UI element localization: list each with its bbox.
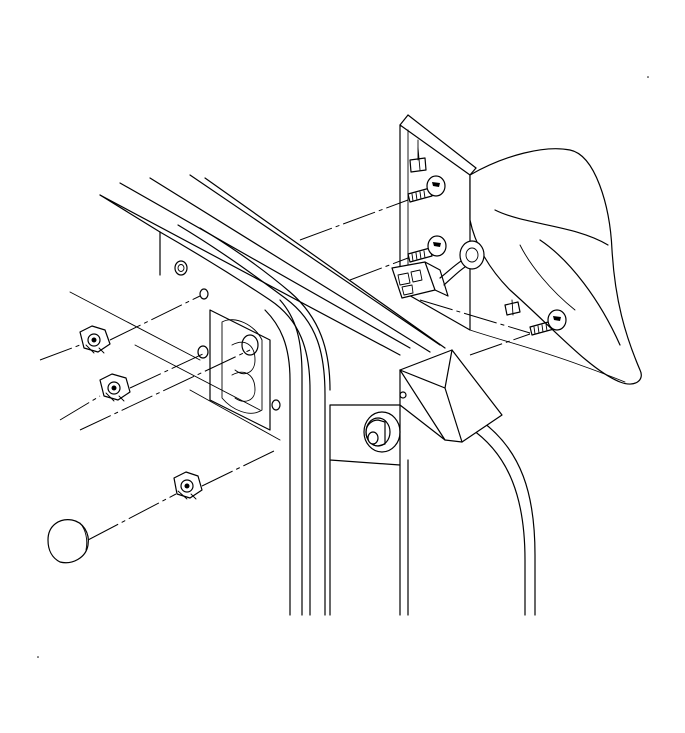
mirror-housing bbox=[469, 148, 642, 385]
hex-nut-upper bbox=[79, 325, 111, 354]
nut-cap bbox=[47, 519, 89, 564]
wiring-connector bbox=[391, 240, 485, 299]
mirror-mount-plate bbox=[399, 114, 477, 331]
lower-screw bbox=[504, 299, 567, 336]
door-frame bbox=[69, 174, 536, 616]
alignment-lines bbox=[39, 199, 531, 541]
upper-screw bbox=[407, 147, 446, 203]
scan-dot bbox=[37, 656, 39, 658]
scan-dot bbox=[647, 76, 649, 78]
middle-screw bbox=[407, 235, 447, 263]
hex-nut-middle bbox=[99, 373, 131, 402]
hex-nut-lower bbox=[173, 471, 203, 500]
